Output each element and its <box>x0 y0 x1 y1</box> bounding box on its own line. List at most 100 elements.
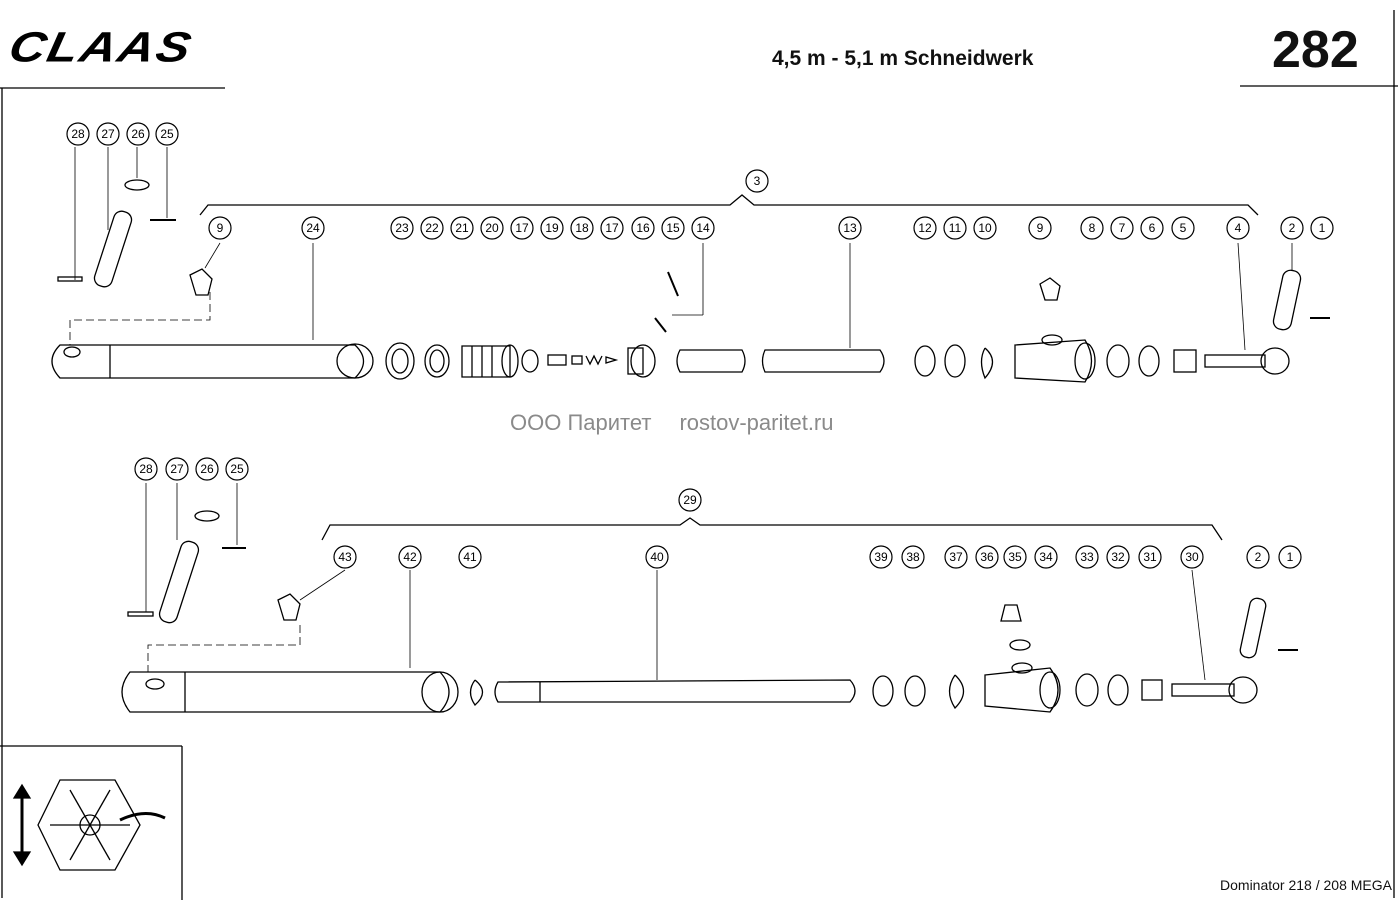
top-callout-label-26: 26 <box>131 127 145 141</box>
pin-28 <box>57 276 83 282</box>
bottom-callout-circle-31 <box>1138 545 1162 569</box>
top-callout-circle-23 <box>390 216 414 240</box>
rod-end-13a <box>676 349 746 373</box>
top-callout-circle-14 <box>691 216 715 240</box>
bottom-callout-label-28: 28 <box>139 462 153 476</box>
top-callout-circle-16 <box>631 216 655 240</box>
bottom-callout-circle-32 <box>1106 545 1130 569</box>
nut-31 <box>1141 679 1163 701</box>
bottom-callout-label-31: 31 <box>1143 550 1157 564</box>
ring-39 <box>872 675 894 707</box>
bottom-callout-circle-33 <box>1075 545 1099 569</box>
top-callout-label-9: 9 <box>1037 221 1044 235</box>
top-callout-label-2: 2 <box>1289 221 1296 235</box>
bottom-callout-label-1: 1 <box>1287 550 1294 564</box>
bottom-callout-label-34: 34 <box>1039 550 1053 564</box>
group-bracket-3 <box>199 194 1259 216</box>
top-callout-label-10: 10 <box>978 221 992 235</box>
top-callout-label-14: 14 <box>696 221 710 235</box>
bushing-16 <box>630 344 656 378</box>
cylinder-head-34 <box>984 667 1059 713</box>
pin-2b <box>1239 597 1267 659</box>
bottom-callout-circle-1 <box>1278 545 1302 569</box>
top-callout-circle-17 <box>600 216 624 240</box>
eye-bolt-30 <box>1171 683 1235 697</box>
top-callout-circle-27 <box>96 122 120 146</box>
bottom-callout-circle-39 <box>869 545 893 569</box>
top-callout-circle-3 <box>745 169 769 193</box>
nut-5 <box>1173 349 1197 373</box>
watermark-site: rostov-paritet.ru <box>679 410 834 435</box>
pin-28b <box>127 611 154 617</box>
top-callout-circle-20 <box>480 216 504 240</box>
bottom-callout-circle-25 <box>225 457 249 481</box>
top-callout-circle-10 <box>973 216 997 240</box>
ring-11 <box>944 344 966 378</box>
top-callout-circle-13 <box>838 216 862 240</box>
top-callout-label-22: 22 <box>425 221 439 235</box>
top-callout-circle-9 <box>1028 216 1052 240</box>
page-title: 4,5 m - 5,1 m Schneidwerk <box>772 47 1034 70</box>
pin-15 <box>667 271 679 297</box>
bottom-callout-circle-43 <box>333 545 357 569</box>
top-callout-label-1: 1 <box>1319 221 1326 235</box>
seal-23 <box>385 342 415 380</box>
bolt-27 <box>93 210 133 288</box>
grease-nipple-9 <box>189 268 213 296</box>
spring-17 <box>585 354 603 366</box>
bolt-27b <box>158 540 200 624</box>
bottom-callout-circle-28 <box>134 457 158 481</box>
top-callout-label-8: 8 <box>1089 221 1096 235</box>
top-callout-label-17: 17 <box>605 221 619 235</box>
bottom-callout-circle-37 <box>944 545 968 569</box>
eye-bolt-4 <box>1204 354 1266 368</box>
top-callout-circle-12 <box>913 216 937 240</box>
bottom-callout-label-30: 30 <box>1185 550 1199 564</box>
top-callout-label-11: 11 <box>949 221 962 235</box>
top-callout-circle-19 <box>540 216 564 240</box>
top-callout-circle-24 <box>301 216 325 240</box>
bottom-callout-label-32: 32 <box>1111 550 1125 564</box>
bottom-callout-label-40: 40 <box>650 550 664 564</box>
seal-7 <box>1106 344 1130 378</box>
bottom-callout-circle-34 <box>1034 545 1058 569</box>
cylinder-tube-24 <box>51 344 365 379</box>
top-callout-circle-21 <box>450 216 474 240</box>
top-callout-label-23: 23 <box>395 221 409 235</box>
bottom-callout-label-39: 39 <box>874 550 888 564</box>
pin-2 <box>1272 269 1302 331</box>
piston-rod-40 <box>494 679 856 703</box>
top-callout-label-3: 3 <box>754 174 761 188</box>
bottom-callout-circle-30 <box>1180 545 1204 569</box>
ring-38 <box>904 675 926 707</box>
bottom-callout-circle-36 <box>975 545 999 569</box>
top-callout-label-7: 7 <box>1119 221 1126 235</box>
plug-35 <box>1000 604 1022 622</box>
bottom-callout-circle-2 <box>1246 545 1270 569</box>
ring-12 <box>914 345 936 377</box>
top-callout-circle-8 <box>1080 216 1104 240</box>
group-bracket-29 <box>321 517 1223 541</box>
bottom-callout-circle-26 <box>195 457 219 481</box>
top-callout-circle-1 <box>1310 216 1334 240</box>
bottom-callout-label-29: 29 <box>683 493 697 507</box>
top-callout-label-12: 12 <box>918 221 932 235</box>
ring-41 <box>469 679 484 706</box>
cylinder-head-8 <box>1014 339 1093 383</box>
top-callout-label-27: 27 <box>101 127 115 141</box>
top-callout-label-24: 24 <box>306 221 320 235</box>
grease-nipple-9b <box>1039 277 1061 301</box>
top-callout-label-28: 28 <box>71 127 85 141</box>
bottom-callout-label-38: 38 <box>906 550 920 564</box>
bottom-callout-circle-40 <box>645 545 669 569</box>
top-callout-circle-15 <box>661 216 685 240</box>
top-callout-label-16: 16 <box>636 221 650 235</box>
top-callout-label-13: 13 <box>843 221 857 235</box>
top-callout-label-17: 17 <box>515 221 529 235</box>
top-callout-label-9: 9 <box>217 221 224 235</box>
bottom-callout-label-36: 36 <box>980 550 994 564</box>
